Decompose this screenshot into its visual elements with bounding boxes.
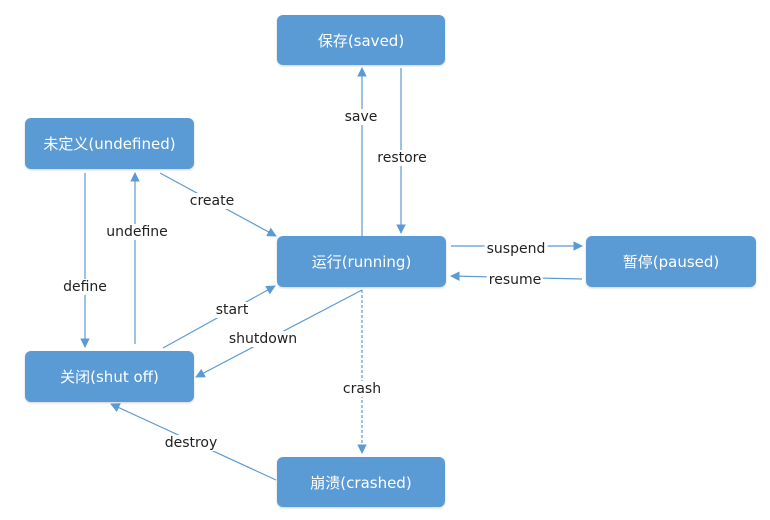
node-running: 运行(running) <box>277 236 446 287</box>
edge-label-save: save <box>342 109 380 125</box>
edge-label-restore: restore <box>375 150 429 166</box>
edge-label-shutdown: shutdown <box>226 331 300 347</box>
edge-label-suspend: suspend <box>484 241 548 257</box>
edge-label-start: start <box>213 302 251 318</box>
edge-label-undefine: undefine <box>104 224 170 240</box>
edge-label-crash: crash <box>340 381 384 397</box>
edge-label-define: define <box>61 279 109 295</box>
edge-label-destroy: destroy <box>162 435 220 451</box>
node-undefined: 未定义(undefined) <box>25 118 194 169</box>
node-paused: 暂停(paused) <box>586 236 756 287</box>
node-saved: 保存(saved) <box>277 15 445 65</box>
node-crashed: 崩溃(crashed) <box>277 457 445 507</box>
node-shutoff: 关闭(shut off) <box>25 351 194 402</box>
edge-label-resume: resume <box>486 272 544 288</box>
edge-label-create: create <box>187 193 237 209</box>
